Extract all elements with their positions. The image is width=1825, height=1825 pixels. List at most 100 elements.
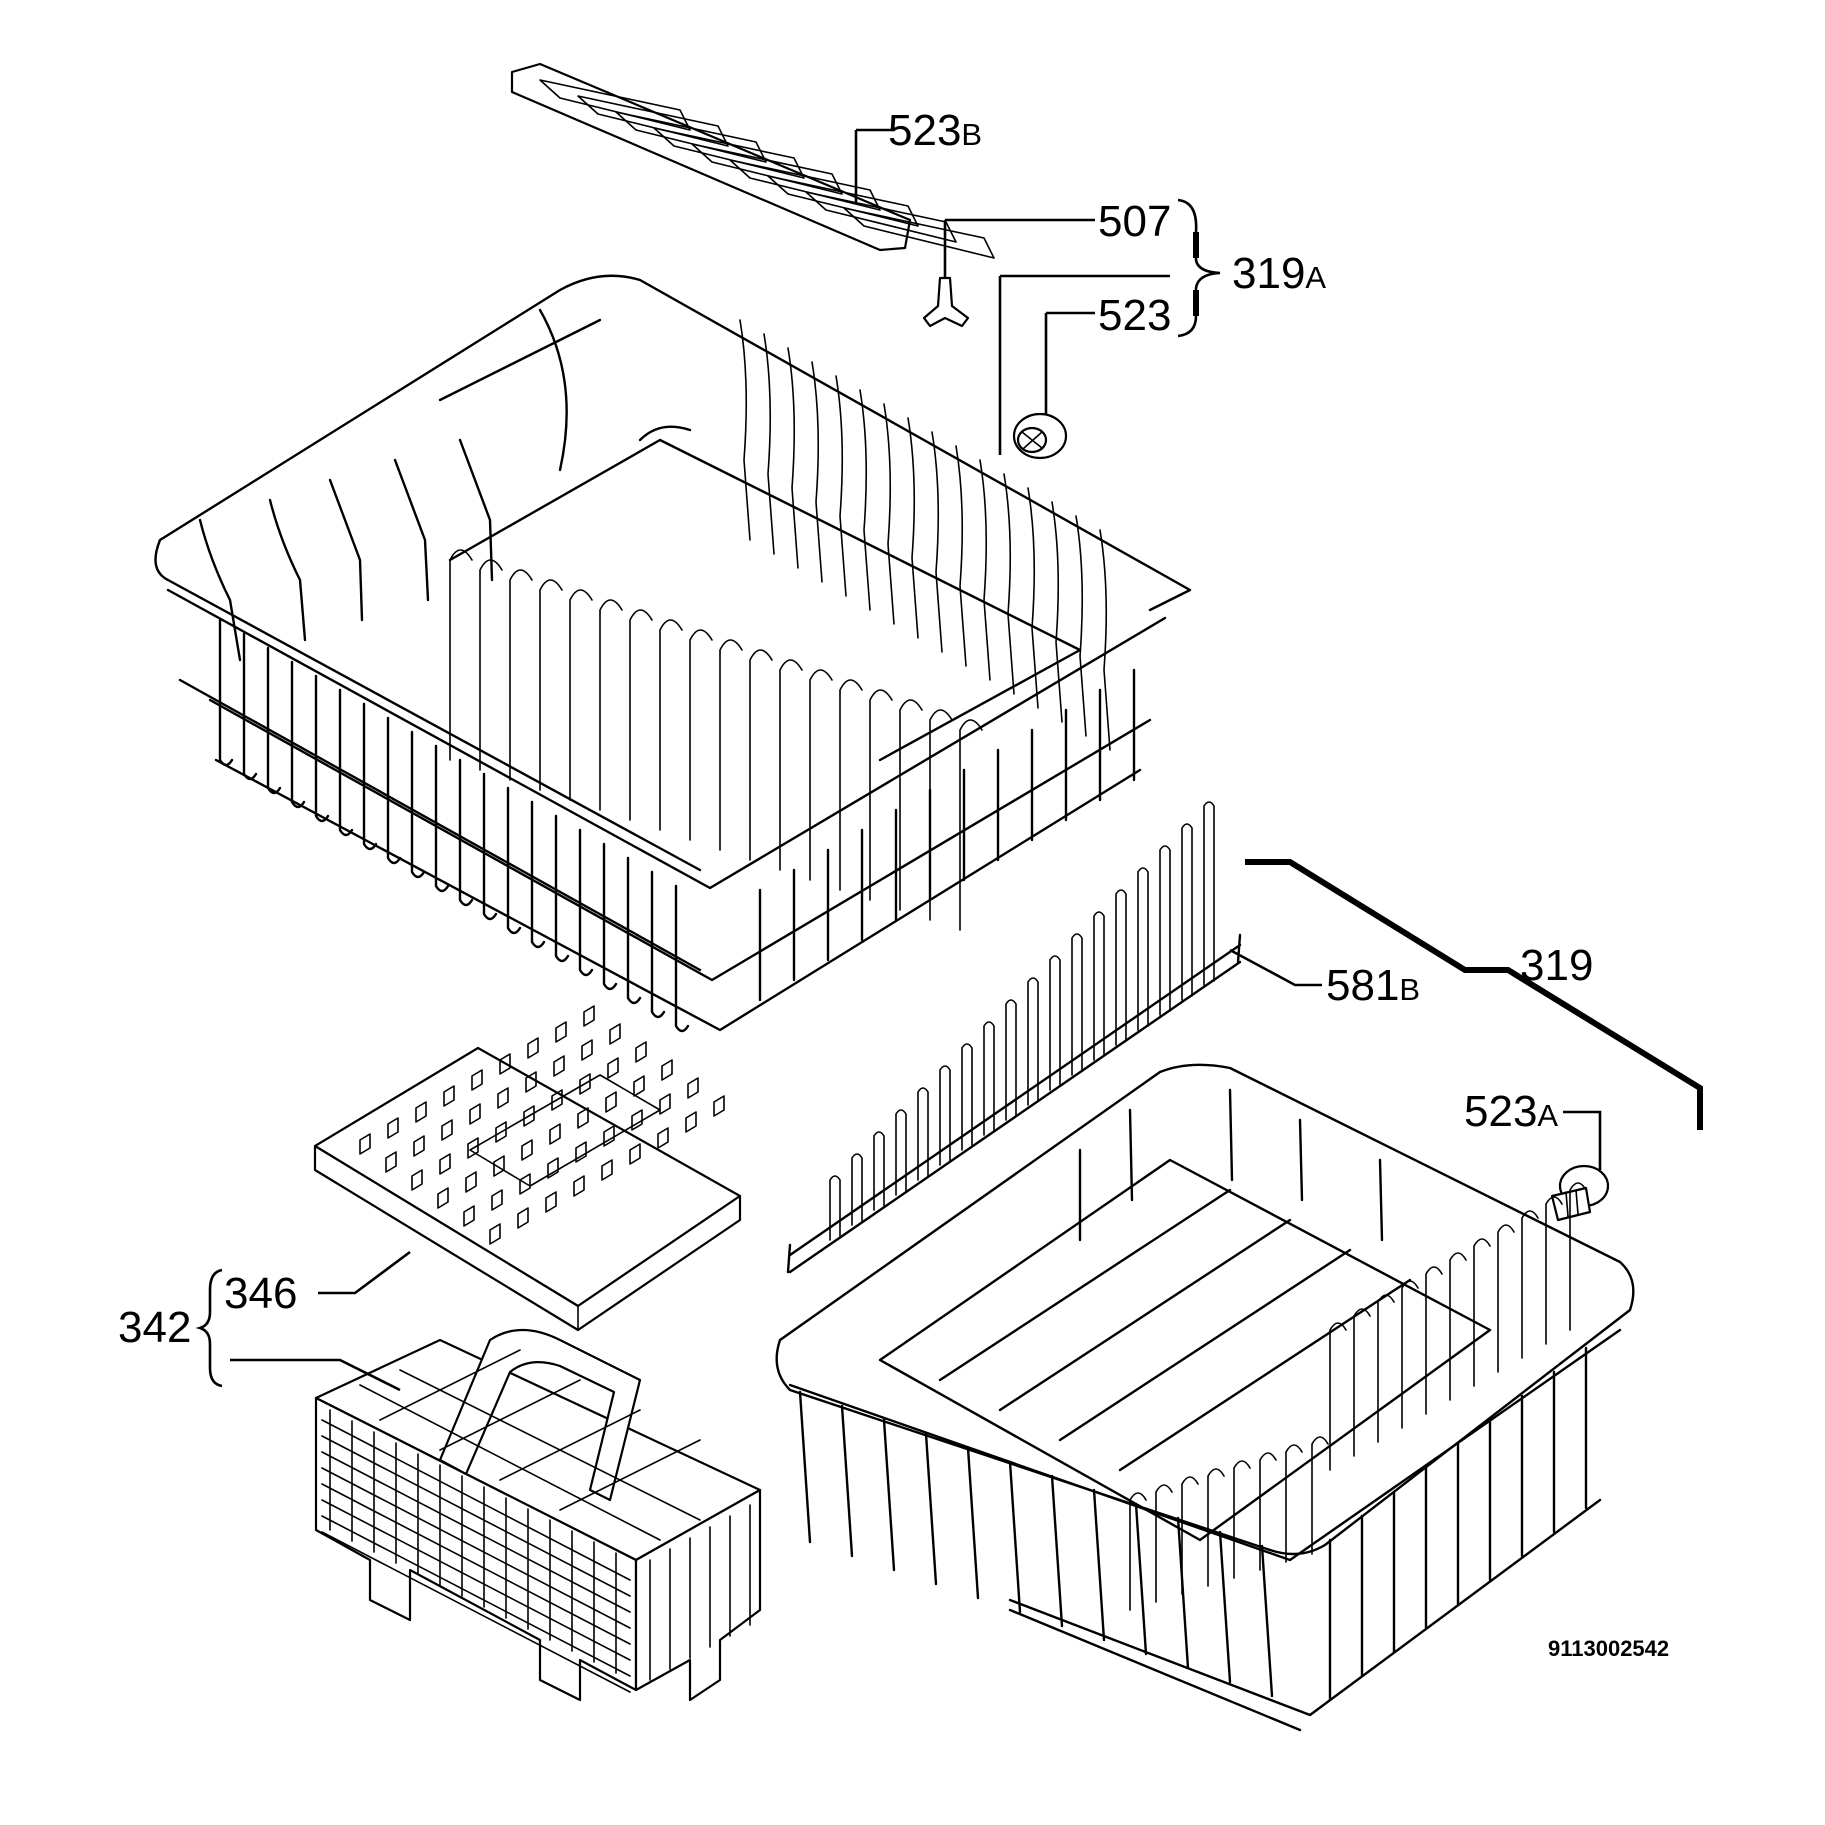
- lower-basket-319: [775, 1063, 1635, 1732]
- wire-segment: [321, 1515, 631, 1677]
- wire-segment: [579, 1073, 591, 1095]
- wire-segment: [471, 1069, 483, 1091]
- wire-segment: [437, 1187, 449, 1209]
- wire-segment: [779, 659, 803, 871]
- wire-segment: [519, 1173, 531, 1195]
- wire-segment: [489, 1223, 501, 1245]
- wire-segment: [1115, 889, 1127, 1046]
- wire-segment: [602, 842, 618, 991]
- cutlery-basket-342: [314, 1329, 762, 1702]
- wire-segment: [767, 175, 919, 227]
- wire-segment: [386, 716, 402, 865]
- drawing-code: 9113002542: [1548, 1636, 1669, 1661]
- wire-segment: [465, 1171, 477, 1193]
- callout-346: 346: [224, 1269, 297, 1318]
- wire-segment: [1005, 999, 1017, 1121]
- wire-segment: [661, 1059, 673, 1081]
- wire-segment: [517, 1207, 529, 1229]
- wire-segment: [359, 1133, 371, 1155]
- wire-segment: [581, 1039, 593, 1061]
- wire-segment: [983, 1021, 995, 1136]
- wire-segment: [413, 1135, 425, 1157]
- wire-segment: [1003, 473, 1015, 695]
- wire-segment: [674, 884, 690, 1033]
- wire-segment: [882, 1418, 896, 1572]
- wire-segment: [961, 1043, 973, 1151]
- wire-segment: [506, 786, 522, 935]
- upper-basket-319a: [154, 274, 1192, 1033]
- wire-segment: [385, 1151, 397, 1173]
- wire-segment: [469, 1103, 481, 1125]
- wire-segment: [601, 1159, 613, 1181]
- wire-segment: [463, 1205, 475, 1227]
- wire-segment: [653, 127, 805, 179]
- wire-segment: [1181, 823, 1193, 1001]
- wire-segment: [685, 1111, 697, 1133]
- wire-segment: [509, 569, 533, 781]
- wheel-523: [1012, 412, 1068, 460]
- wire-segment: [883, 403, 895, 625]
- wire-segment: [1353, 1308, 1371, 1457]
- wire-segment: [569, 589, 593, 801]
- wire-segment: [410, 730, 426, 879]
- wire-segment: [1075, 515, 1087, 737]
- wire-segment: [321, 1467, 631, 1629]
- wire-segment: [798, 1390, 812, 1544]
- wire-segment: [650, 870, 666, 1019]
- wire-segment: [242, 632, 258, 781]
- wire-segment: [321, 1483, 631, 1645]
- wire-segment: [1569, 1182, 1587, 1331]
- wire-segment: [1377, 1294, 1395, 1443]
- wire-segment: [1071, 933, 1083, 1076]
- callout-342: 342: [118, 1303, 191, 1352]
- wire-segment: [599, 599, 623, 811]
- wire-segment: [729, 159, 881, 211]
- wire-segment: [555, 1021, 567, 1043]
- wire-segment: [629, 609, 653, 821]
- wire-segment: [1545, 1196, 1563, 1345]
- wire-segment: [626, 856, 642, 1005]
- wire-segment: [917, 1087, 929, 1181]
- wire-segment: [843, 207, 995, 259]
- wire-segment: [387, 1117, 399, 1139]
- callout-507: 507: [1098, 197, 1171, 246]
- wire-segment: [869, 689, 893, 901]
- wire-segment: [1129, 1492, 1147, 1611]
- tine-rack-581b: [786, 801, 1242, 1274]
- wire-segment: [547, 1157, 559, 1179]
- callout-319a: 319A: [1232, 249, 1326, 298]
- wire-segment: [939, 1065, 951, 1166]
- wire-segment: [609, 1023, 621, 1045]
- wire-segment: [218, 618, 234, 767]
- wire-segment: [633, 1075, 645, 1097]
- wire-segment: [829, 1175, 841, 1241]
- wire-segment: [840, 1404, 854, 1558]
- wire-segment: [554, 814, 570, 963]
- wire-segment: [443, 1085, 455, 1107]
- wire-segment: [687, 1077, 699, 1099]
- wire-segment: [551, 1089, 563, 1111]
- wire-segment: [499, 1053, 511, 1075]
- wire-segment: [321, 1435, 631, 1597]
- wire-segment: [657, 1127, 669, 1149]
- wire-segment: [719, 639, 743, 851]
- wire-segment: [1473, 1238, 1491, 1387]
- wire-segment: [607, 1057, 619, 1079]
- callout-581b: 581B: [1326, 961, 1420, 1010]
- wire-segment: [659, 1093, 671, 1115]
- wheel-523a: [1550, 1164, 1610, 1222]
- wire-segment: [1155, 1484, 1173, 1603]
- wire-segment: [1260, 1544, 1274, 1698]
- wire-segment: [603, 1125, 615, 1147]
- wire-segment: [787, 347, 799, 569]
- callout-319: 319: [1520, 941, 1593, 990]
- wire-segment: [467, 1137, 479, 1159]
- wire-segment: [959, 719, 983, 931]
- callout-labels: 523B 507 523 319A 319 581B 523A 346 342 …: [118, 106, 1669, 1661]
- wire-segment: [583, 1005, 595, 1027]
- wire-segment: [458, 758, 474, 907]
- wire-segment: [659, 619, 683, 831]
- wire-segment: [321, 1499, 631, 1661]
- wire-segment: [321, 1531, 631, 1693]
